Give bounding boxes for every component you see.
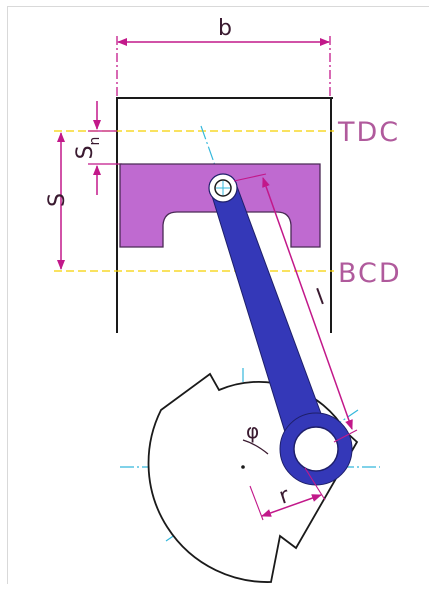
- frame-top-border: [7, 6, 429, 7]
- tdc-label: TDC: [337, 117, 400, 148]
- top-clearance-label: Sn: [73, 137, 103, 160]
- rod-length-label: l: [314, 285, 328, 311]
- bore-label: b: [218, 16, 232, 41]
- top-clearance-dimension: Sn: [73, 101, 122, 195]
- frame-left-border: [7, 6, 8, 584]
- bore-dimension: b: [116, 16, 331, 98]
- bdc-label: BCD: [338, 258, 402, 289]
- crank-angle-label: φ: [246, 419, 259, 443]
- stroke-dimension: S: [45, 132, 70, 270]
- crank-angle: φ: [242, 419, 269, 455]
- wrist-pin-center: [216, 181, 230, 195]
- crank-center: [241, 465, 245, 469]
- stroke-label: S: [45, 193, 70, 207]
